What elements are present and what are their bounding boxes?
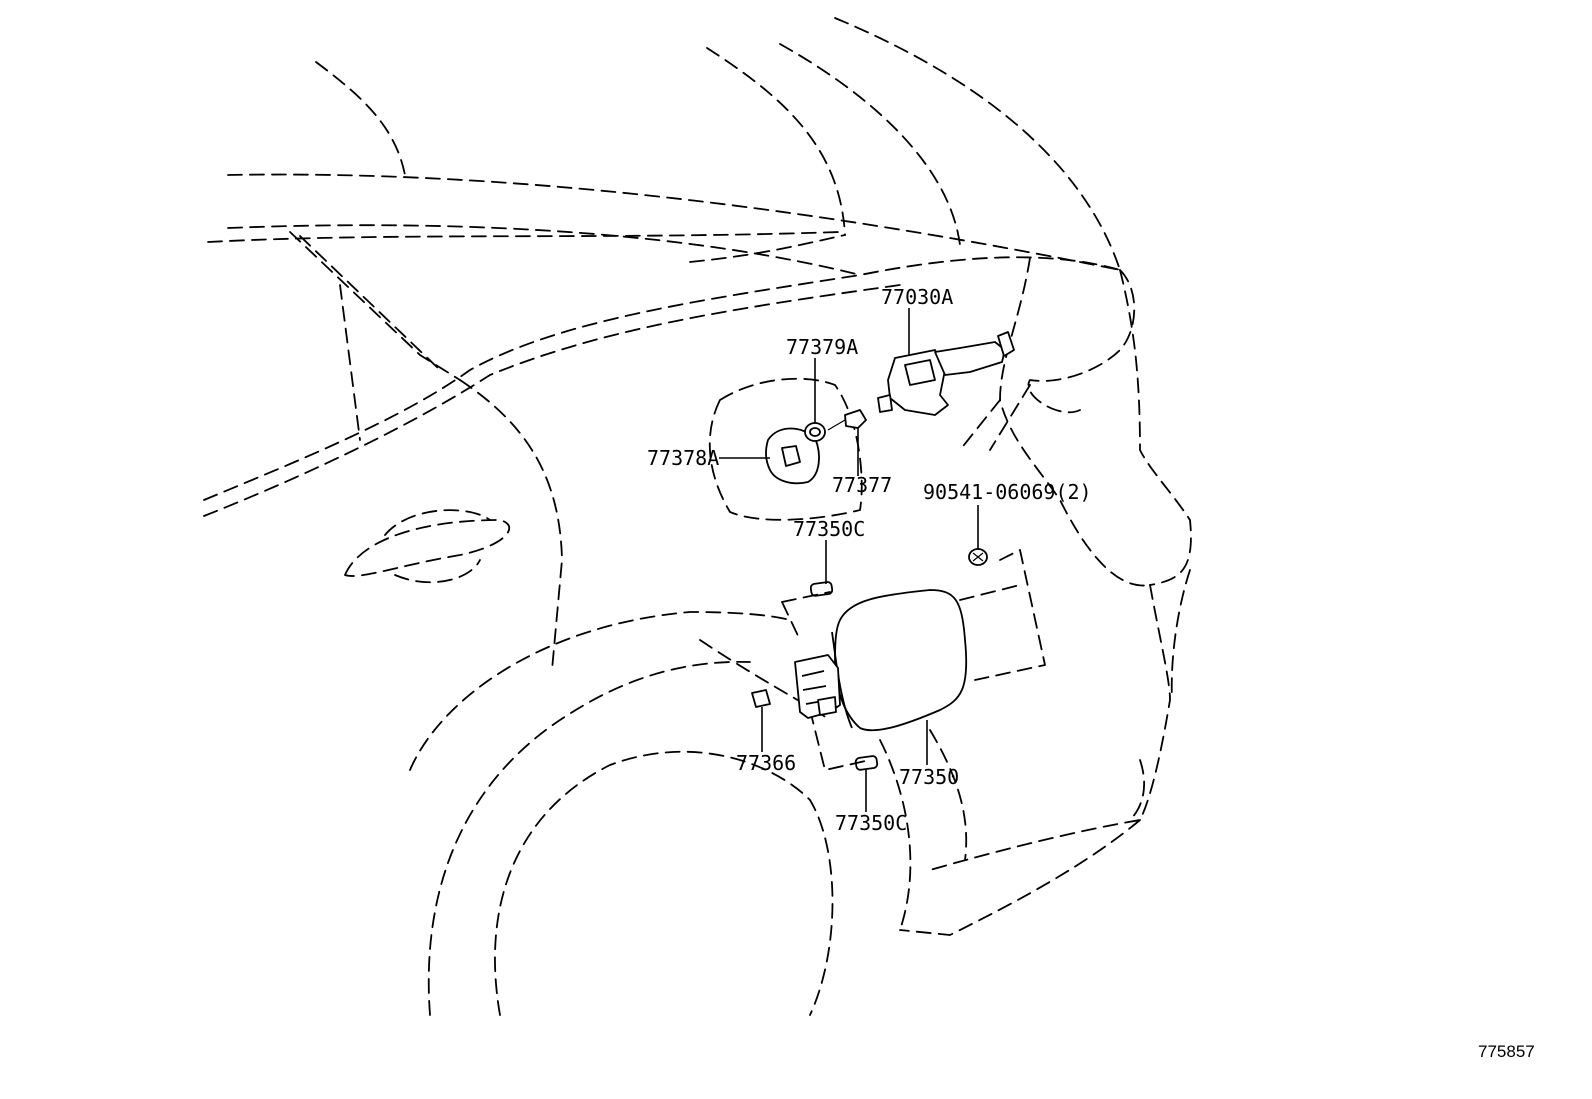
callout-77366: 77366: [736, 751, 796, 775]
part-77030A-lock-actuator: [877, 331, 1015, 416]
callout-77350: 77350: [899, 765, 959, 789]
callout-77377: 77377: [832, 473, 892, 497]
callout-labels: 77030A 77379A 77378A 77377 90541-06069(2…: [647, 285, 1535, 1061]
part-77366-stopper: [751, 689, 771, 708]
part-77350C-bottom-pin: [854, 755, 879, 771]
illustration-id: 775857: [1478, 1042, 1535, 1061]
part-90541-cushion: [968, 548, 988, 566]
callout-77350C-bottom: 77350C: [835, 811, 907, 835]
vehicle-body-outline: [203, 17, 1192, 1016]
callout-77378A: 77378A: [647, 446, 719, 470]
part-77379A-cushion: [804, 422, 826, 442]
callout-90541-06069: 90541-06069(2): [923, 480, 1092, 504]
fuel-lid-placement-outline: [781, 549, 1046, 771]
callout-77379A: 77379A: [786, 335, 858, 359]
callout-77030A: 77030A: [881, 285, 953, 309]
fuel-filler-opening-outline: [708, 377, 863, 521]
callout-77350C-top: 77350C: [793, 517, 865, 541]
part-77350-fuel-lid: [794, 589, 968, 732]
part-77350C-top-pin: [809, 581, 834, 597]
part-77377-grommet: [827, 409, 867, 431]
leader-lines: [719, 308, 979, 812]
part-77378A-housing: [765, 427, 820, 485]
